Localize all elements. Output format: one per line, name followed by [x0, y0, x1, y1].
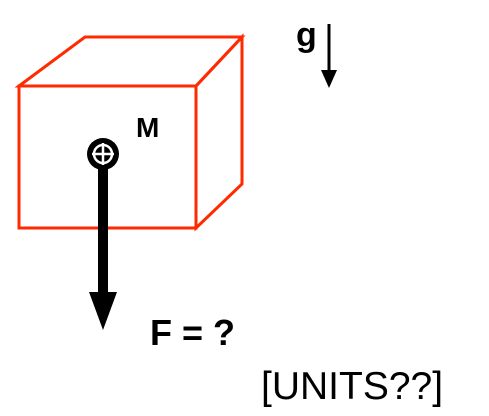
force-label: F = ?: [150, 312, 235, 353]
force-arrow-head: [89, 292, 117, 330]
gravity-arrow-icon: [321, 24, 337, 88]
units-label: [UNITS??]: [261, 365, 443, 408]
center-of-mass-icon: [87, 138, 119, 170]
mass-label: M: [136, 112, 159, 143]
force-arrow-icon: [89, 160, 117, 330]
gravity-arrow-head: [321, 70, 337, 88]
cube-side-face: [194, 33, 244, 232]
cube-top-face: [14, 35, 246, 88]
cube-box: [14, 33, 246, 232]
gravity-label: g: [296, 16, 317, 54]
